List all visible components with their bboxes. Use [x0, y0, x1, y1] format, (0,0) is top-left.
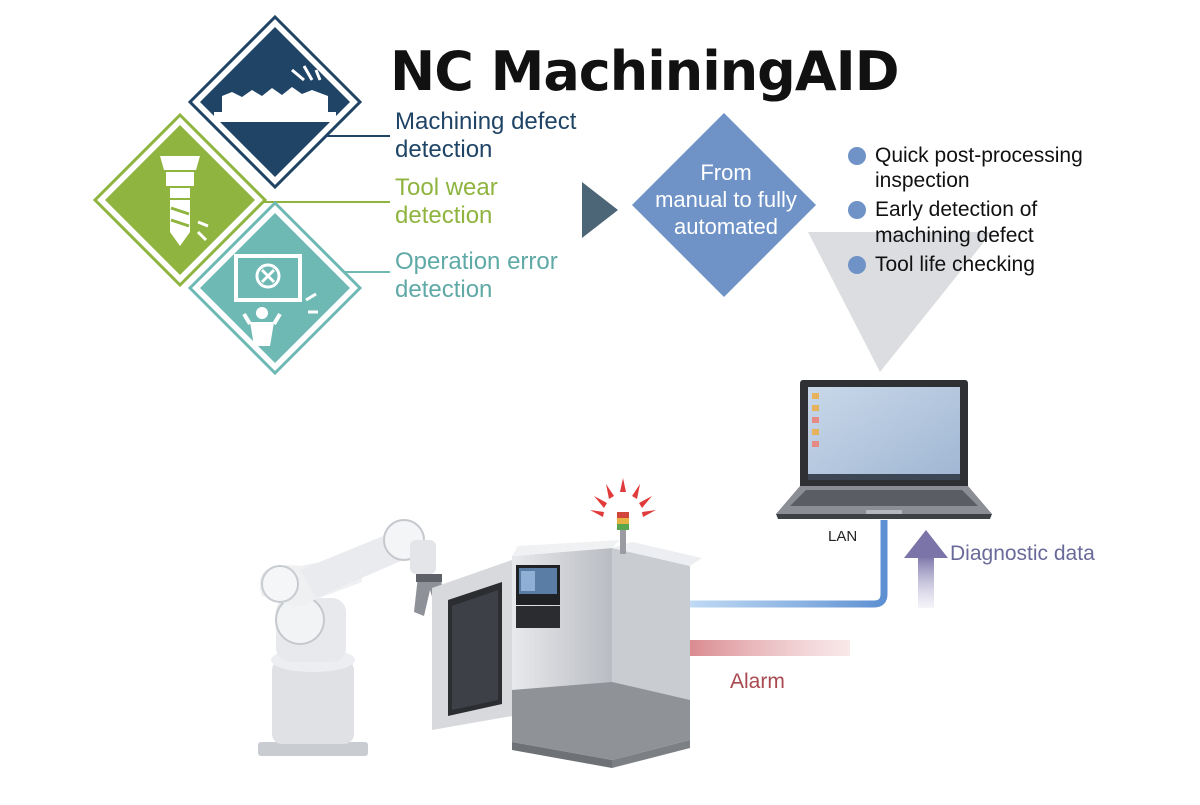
flow-arrow — [582, 182, 618, 238]
feature-machining-defect-label: Machining defect detection — [395, 108, 576, 165]
center-line: From — [700, 160, 752, 185]
operation-error-diamond — [187, 200, 363, 376]
feature-line: Machining defect — [395, 108, 577, 135]
machining-defect-icon — [214, 65, 336, 122]
automation-diamond-label: From manual to fully automated — [646, 160, 806, 240]
machining-defect-diamond — [187, 14, 363, 190]
diagnostic-arrow — [904, 530, 948, 608]
feature-line: detection — [395, 276, 493, 304]
feature-line: Operation error — [395, 248, 558, 275]
center-line: manual to fully — [655, 186, 797, 212]
feature-line: Tool wear — [395, 174, 498, 201]
center-line: automated — [674, 213, 778, 239]
benefit-line: Tool life checking — [875, 252, 1035, 276]
laptop-icon — [776, 380, 992, 519]
alarm-label: Alarm — [730, 670, 785, 693]
benefit-line: machining defect — [875, 223, 1034, 247]
alarm-light-icon — [590, 478, 656, 517]
benefit-item: Early detection of machining defect — [848, 197, 1083, 247]
benefit-line: Early detection of — [875, 198, 1038, 222]
page-title: NC MachiningAID — [390, 40, 900, 103]
cnc-machine — [432, 512, 702, 768]
feature-operation-error-label: Operation error detection — [395, 248, 558, 305]
benefit-line: inspection — [875, 169, 970, 193]
benefit-item: Quick post-processing inspection — [848, 143, 1083, 193]
benefits-list: Quick post-processing inspection Early d… — [848, 143, 1083, 281]
robot-arm — [258, 519, 448, 756]
benefit-line: Quick post-processing — [875, 144, 1083, 167]
lan-cable — [600, 520, 888, 608]
feature-tool-wear-label: Tool wear detection — [395, 174, 498, 231]
bullet-dot-icon — [848, 201, 866, 220]
lan-label: LAN — [828, 528, 858, 545]
bullet-dot-icon — [848, 147, 866, 165]
bullet-dot-icon — [848, 255, 866, 274]
automation-diamond — [632, 113, 816, 297]
feature-line: detection — [395, 136, 493, 164]
operation-error-icon — [234, 254, 318, 346]
diagnostic-data-label: Diagnostic data — [950, 542, 1095, 565]
tool-wear-diamond — [92, 112, 268, 288]
feature-line: detection — [395, 202, 493, 230]
benefit-item: Tool life checking — [848, 252, 1083, 277]
tool-wear-icon — [160, 156, 209, 246]
